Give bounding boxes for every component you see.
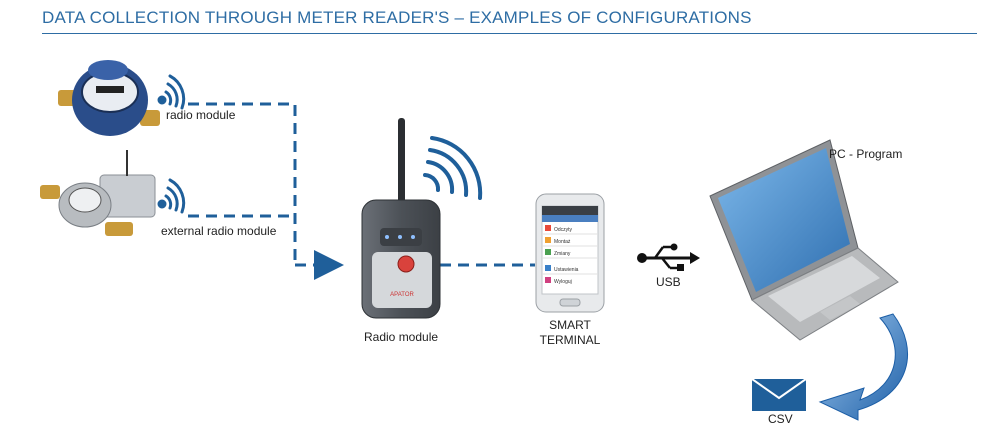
label-radio-module-device: Radio module bbox=[364, 330, 439, 344]
laptop-icon bbox=[709, 139, 899, 341]
label-usb: USB bbox=[656, 275, 681, 289]
wireless-signal-icon bbox=[157, 74, 186, 110]
title-underline bbox=[42, 33, 977, 34]
water-meter-icon bbox=[58, 60, 160, 136]
label-smart-terminal-line1: SMART bbox=[549, 318, 591, 332]
line-meter1-to-radio bbox=[188, 102, 297, 265]
label-csv: CSV bbox=[768, 412, 793, 426]
phone-menu-item: Odczyty bbox=[554, 227, 573, 233]
curved-arrow-icon bbox=[818, 313, 908, 421]
wireless-signal-icon bbox=[423, 136, 483, 200]
usb-icon bbox=[637, 243, 700, 271]
smart-terminal-phone: Odczyty Montaż Zmiany Ustawienia Wyloguj bbox=[535, 193, 605, 313]
phone-menu-item: Montaż bbox=[554, 239, 571, 245]
connection-lines bbox=[188, 102, 535, 280]
envelope-icon bbox=[751, 378, 807, 411]
device-brand: APATOR bbox=[390, 292, 414, 298]
label-smart-terminal-line2: TERMINAL bbox=[539, 333, 601, 347]
label-radio-module: radio module bbox=[166, 108, 236, 122]
phone-menu-item: Ustawienia bbox=[554, 267, 579, 273]
radio-module-device: APATOR bbox=[361, 118, 441, 319]
water-meter-external-icon bbox=[40, 150, 156, 236]
phone-menu-item: Zmiany bbox=[554, 251, 571, 257]
wireless-signal-icon bbox=[157, 178, 186, 214]
label-pc-program: PC - Program bbox=[829, 147, 903, 161]
label-external-radio-module: external radio module bbox=[161, 224, 277, 238]
page-title: DATA COLLECTION THROUGH METER READER'S –… bbox=[42, 8, 752, 27]
phone-menu-item: Wyloguj bbox=[554, 279, 572, 285]
phone-menu: Odczyty Montaż Zmiany Ustawienia Wyloguj bbox=[542, 225, 598, 285]
label-smart-terminal: SMART TERMINAL bbox=[533, 318, 607, 348]
